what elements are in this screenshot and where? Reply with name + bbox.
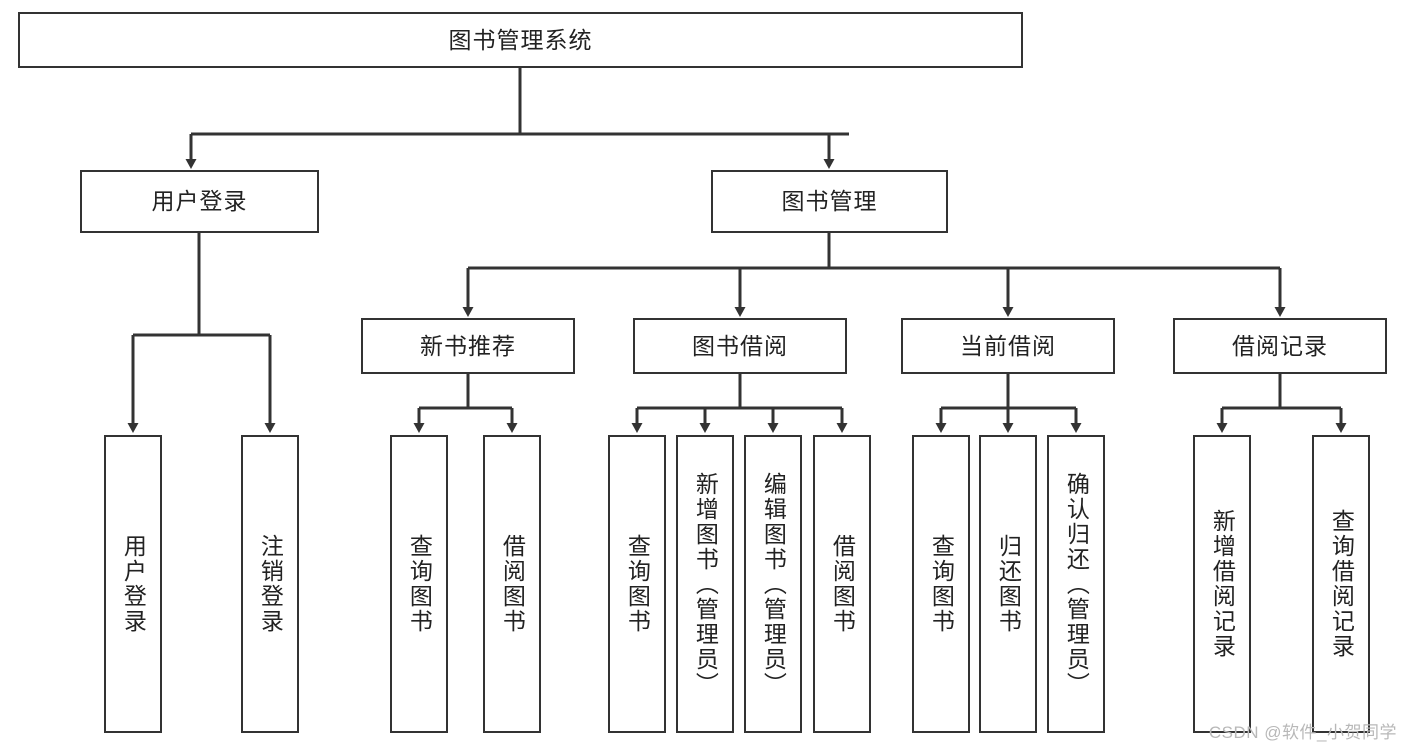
node-leaf-query-borrow-record[interactable]: 查询借阅记录	[1312, 435, 1370, 733]
node-leaf-user-login-label: 用户登录	[120, 534, 147, 634]
node-leaf-add-book[interactable]: 新增图书（管理员）	[676, 435, 734, 733]
node-leaf-query-book-2[interactable]: 查询图书	[608, 435, 666, 733]
node-current-borrow[interactable]: 当前借阅	[901, 318, 1115, 374]
node-leaf-borrow-book-1[interactable]: 借阅图书	[483, 435, 541, 733]
node-borrow-record-label: 借阅记录	[1232, 332, 1328, 359]
node-user-login[interactable]: 用户登录	[80, 170, 319, 233]
node-root-label: 图书管理系统	[448, 26, 593, 53]
node-leaf-return-book-label: 归还图书	[995, 534, 1022, 634]
node-leaf-add-book-label: 新增图书（管理员）	[692, 471, 719, 697]
node-leaf-confirm-return[interactable]: 确认归还（管理员）	[1047, 435, 1105, 733]
node-borrow-record[interactable]: 借阅记录	[1173, 318, 1387, 374]
node-leaf-query-book-1-label: 查询图书	[406, 534, 433, 634]
node-leaf-query-book-3-label: 查询图书	[928, 534, 955, 634]
node-leaf-logout-login-label: 注销登录	[257, 534, 284, 634]
node-root[interactable]: 图书管理系统	[18, 12, 1023, 68]
node-book-borrow[interactable]: 图书借阅	[633, 318, 847, 374]
node-leaf-query-book-2-label: 查询图书	[624, 534, 651, 634]
node-current-borrow-label: 当前借阅	[960, 332, 1056, 359]
node-leaf-edit-book-label: 编辑图书（管理员）	[760, 471, 787, 697]
node-leaf-query-book-1[interactable]: 查询图书	[390, 435, 448, 733]
node-new-book-recommend[interactable]: 新书推荐	[361, 318, 575, 374]
node-new-book-recommend-label: 新书推荐	[420, 332, 516, 359]
node-leaf-query-borrow-record-label: 查询借阅记录	[1328, 509, 1355, 659]
node-leaf-borrow-book-2[interactable]: 借阅图书	[813, 435, 871, 733]
node-leaf-confirm-return-label: 确认归还（管理员）	[1063, 471, 1090, 697]
node-leaf-add-borrow-record[interactable]: 新增借阅记录	[1193, 435, 1251, 733]
node-leaf-borrow-book-1-label: 借阅图书	[499, 534, 526, 634]
node-leaf-edit-book[interactable]: 编辑图书（管理员）	[744, 435, 802, 733]
node-leaf-return-book[interactable]: 归还图书	[979, 435, 1037, 733]
node-leaf-logout-login[interactable]: 注销登录	[241, 435, 299, 733]
node-book-borrow-label: 图书借阅	[692, 332, 788, 359]
node-user-login-label: 用户登录	[151, 188, 248, 215]
node-book-management-label: 图书管理	[781, 188, 878, 215]
node-leaf-add-borrow-record-label: 新增借阅记录	[1209, 509, 1236, 659]
node-leaf-borrow-book-2-label: 借阅图书	[829, 534, 856, 634]
csdn-watermark: CSDN @软件_小贺同学	[1208, 723, 1397, 742]
node-book-management[interactable]: 图书管理	[711, 170, 948, 233]
node-leaf-user-login[interactable]: 用户登录	[104, 435, 162, 733]
node-leaf-query-book-3[interactable]: 查询图书	[912, 435, 970, 733]
